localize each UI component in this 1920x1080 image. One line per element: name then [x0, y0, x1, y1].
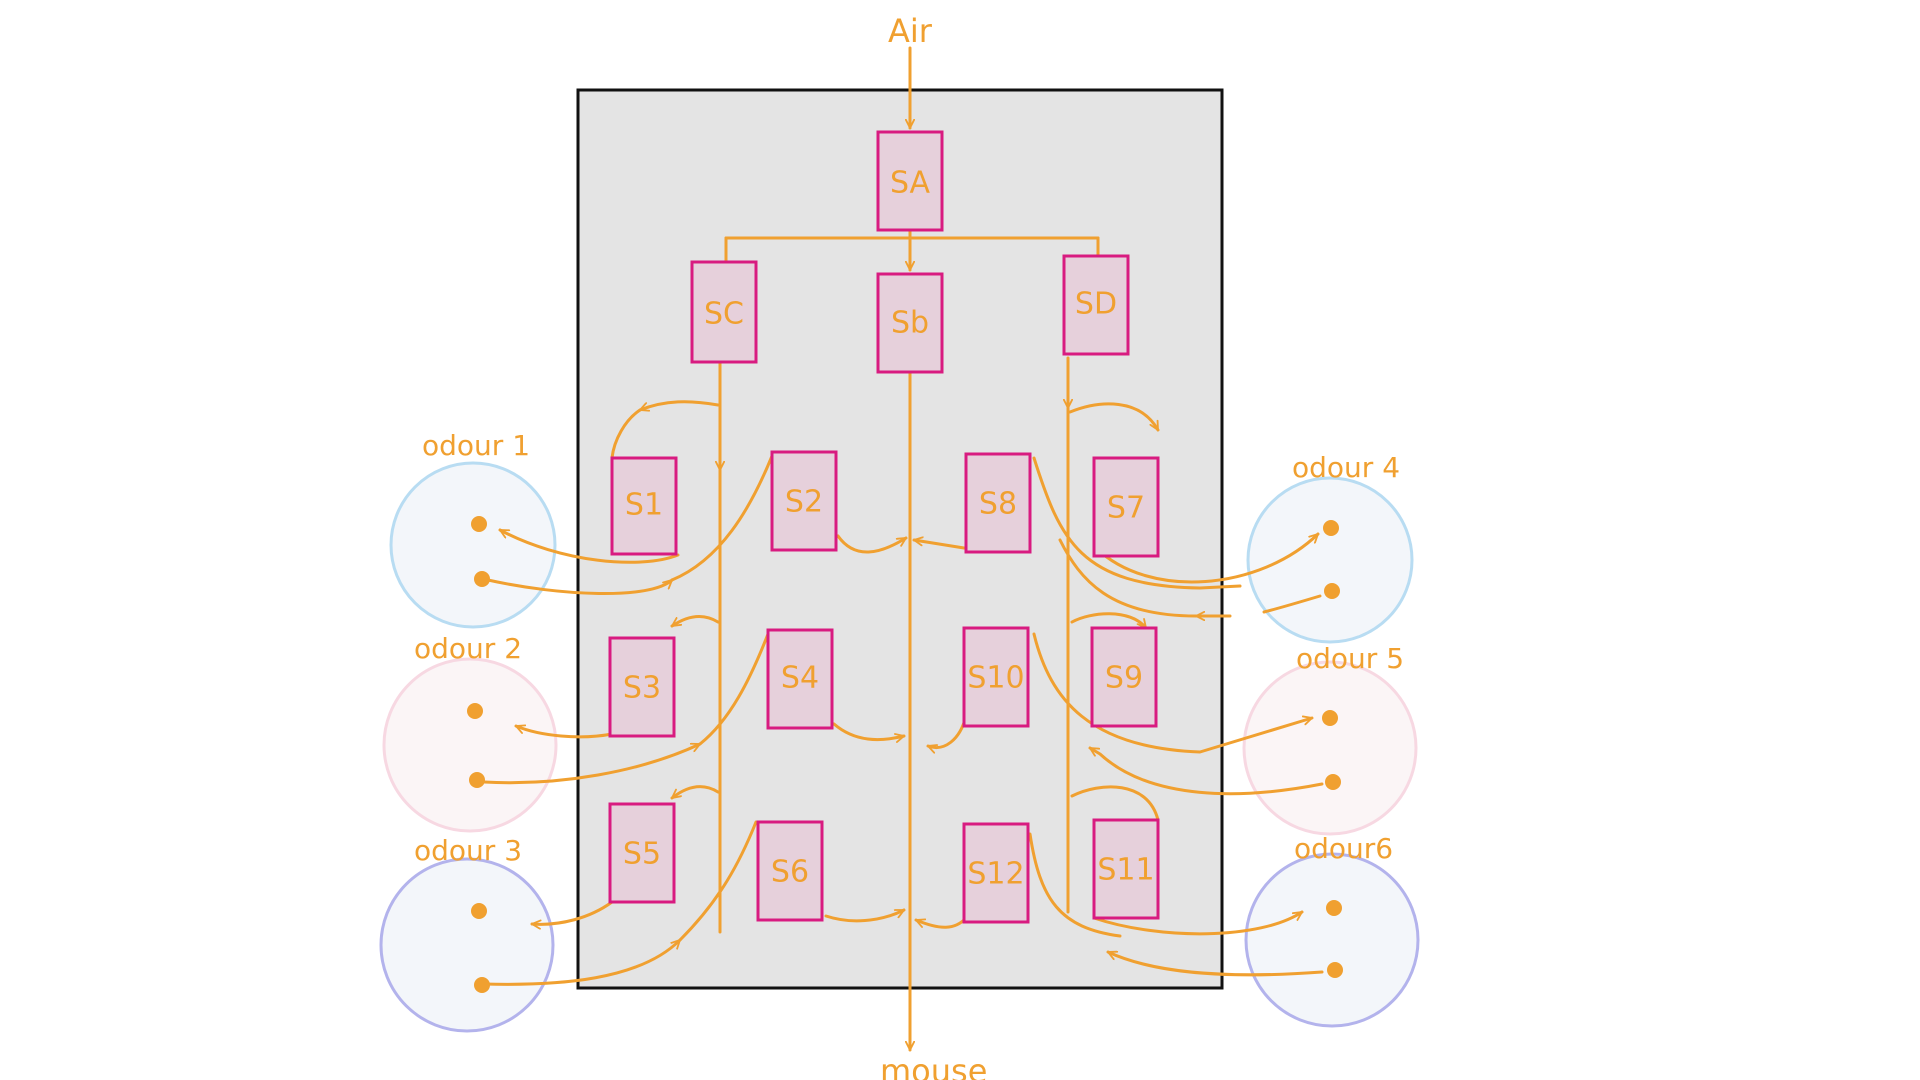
valve-s8: S8 [964, 452, 1032, 554]
odour-4-port-in [1323, 520, 1339, 536]
valve-s12: S12 [962, 822, 1030, 924]
mouse-label: mouse [880, 1052, 987, 1080]
valve-s7: S7 [1092, 456, 1160, 558]
odour-6: odour6 [1244, 832, 1420, 1028]
odour-3-port-out [471, 903, 487, 919]
valve-s3-label: S3 [623, 671, 661, 706]
odour-2-label: odour 2 [414, 632, 522, 665]
valve-s7-label: S7 [1107, 491, 1145, 526]
air-label: Air [888, 12, 933, 50]
odour-5: odour 5 [1242, 642, 1418, 836]
valve-sd: SD [1062, 254, 1130, 356]
valve-s11: S11 [1092, 818, 1160, 920]
odour-6-label: odour6 [1294, 832, 1393, 865]
valve-s6-label: S6 [771, 855, 809, 890]
valve-s11-label: S11 [1097, 853, 1154, 888]
valve-sb: Sb [876, 272, 944, 374]
odour-2-vial [382, 657, 558, 833]
valve-s6: S6 [756, 820, 824, 922]
odour-6-port-in [1326, 900, 1342, 916]
odour-6-vial [1244, 852, 1420, 1028]
odour-6-port-out [1327, 962, 1343, 978]
valve-s4: S4 [766, 628, 834, 730]
valve-sc: SC [690, 260, 758, 364]
odour-1-port-in [474, 571, 490, 587]
odour-3: odour 3 [379, 834, 555, 1033]
odour-3-label: odour 3 [414, 834, 522, 867]
flow-lines [482, 46, 1324, 1052]
valve-s5: S5 [608, 802, 676, 904]
odour-2-port-out [467, 703, 483, 719]
odour-2-port-in [469, 772, 485, 788]
odour-2: odour 2 [382, 632, 558, 833]
valve-s9: S9 [1090, 626, 1158, 728]
valve-s1: S1 [610, 456, 678, 556]
valve-s2: S2 [770, 450, 838, 552]
odour-5-label: odour 5 [1296, 642, 1404, 675]
odour-5-port-out [1325, 774, 1341, 790]
odour-1-port-out [471, 516, 487, 532]
valve-s1-label: S1 [625, 488, 663, 523]
odour-5-vial [1242, 660, 1418, 836]
odour-1: odour 1 [389, 429, 557, 629]
odour-4-port-out [1324, 583, 1340, 599]
odour-3-port-in [474, 977, 490, 993]
valve-s12-label: S12 [967, 857, 1024, 892]
odour-4-label: odour 4 [1292, 451, 1400, 484]
odour-1-label: odour 1 [422, 429, 530, 462]
odour-5-port-in [1322, 710, 1338, 726]
valve-s2-label: S2 [785, 485, 823, 520]
odour-3-vial [379, 857, 555, 1033]
valve-sa: SA [876, 130, 944, 232]
odour-4: odour 4 [1246, 451, 1414, 644]
valve-s4-label: S4 [781, 661, 819, 696]
valve-sd-label: SD [1075, 287, 1117, 322]
valve-s3: S3 [608, 636, 676, 738]
valve-s10-label: S10 [967, 661, 1024, 696]
valve-s9-label: S9 [1105, 661, 1143, 696]
valve-s10: S10 [962, 626, 1030, 728]
valve-sb-label: Sb [891, 306, 929, 341]
valve-s5-label: S5 [623, 837, 661, 872]
valve-sc-label: SC [704, 297, 744, 332]
valve-sa-label: SA [890, 166, 931, 201]
valve-s8-label: S8 [979, 487, 1017, 522]
odour-4-vial [1246, 476, 1414, 644]
